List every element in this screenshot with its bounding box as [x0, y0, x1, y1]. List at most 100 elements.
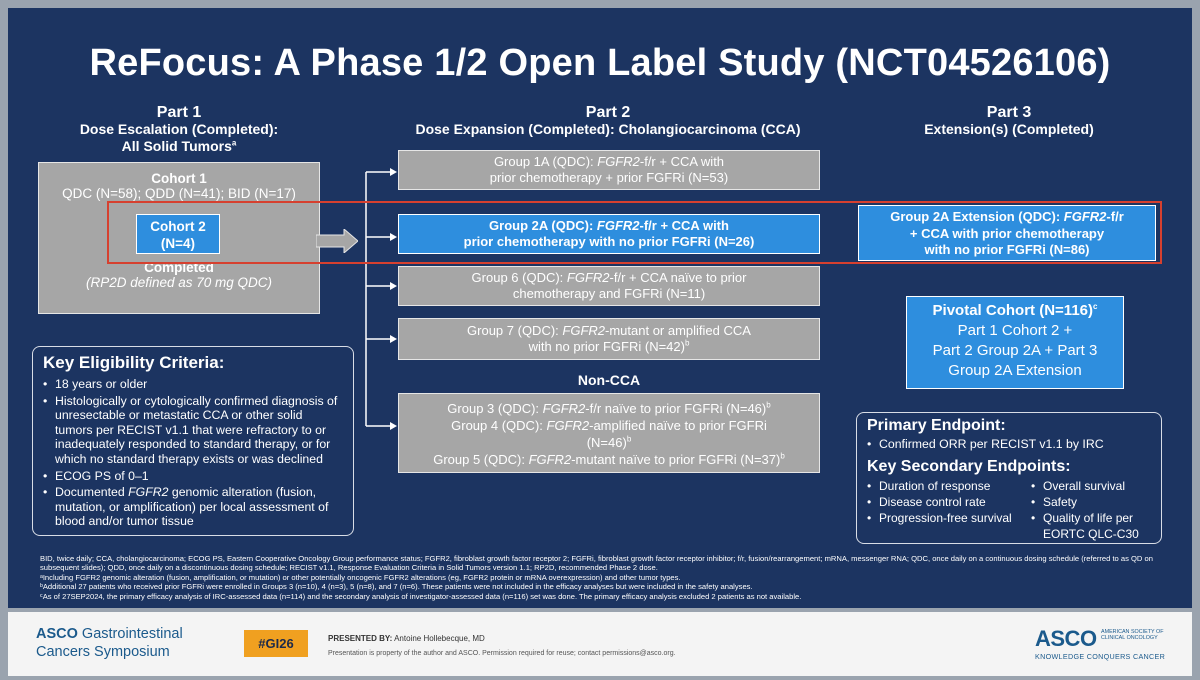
- pivotal-title: Pivotal Cohort (N=116): [932, 302, 1093, 319]
- group-5-text: Group 5 (QDC):: [433, 452, 529, 467]
- non-cca-box: Group 3 (QDC): FGFR2-f/r naïve to prior …: [398, 393, 820, 473]
- presented-by-label: PRESENTED BY:: [328, 634, 393, 643]
- rp2d-note: (RP2D defined as 70 mg QDC): [85, 275, 273, 290]
- group-4-text: Group 4 (QDC):: [451, 418, 547, 433]
- group-1a-box: Group 1A (QDC): FGFR2-f/r + CCA with pri…: [398, 150, 820, 190]
- part2-heading: Part 2: [585, 104, 631, 121]
- footnote: BID, twice daily; CCA, cholangiocarcinom…: [40, 554, 1153, 573]
- asco-logo-subtitle: AMERICAN SOCIETY OF CLINICAL ONCOLOGY: [1101, 629, 1164, 642]
- group-2a-extension-box: Group 2A Extension (QDC): FGFR2-f/r + CC…: [858, 205, 1156, 261]
- ext-line3: with no prior FGFRi (N=86): [924, 242, 1090, 257]
- secondary-endpoint-heading: Key Secondary Endpoints:: [867, 457, 1071, 475]
- group-5-line: Group 5 (QDC): FGFR2-mutant naïve to pri…: [399, 451, 819, 468]
- property-note: Presentation is property of the author a…: [328, 650, 676, 657]
- ext-text: Group 2A Extension (QDC):: [890, 209, 1064, 224]
- secondary-endpoint-item: Overall survival: [1031, 478, 1151, 494]
- part3-sub1: Extension(s) (Completed): [924, 121, 1094, 137]
- group-5-gene: FGFR2: [528, 452, 572, 467]
- presenter-line: PRESENTED BY: Antoine Hollebecque, MD: [328, 634, 485, 643]
- eligibility-list: 18 years or older Histologically or cyto…: [43, 377, 343, 529]
- group-1a-text-b: -f/r + CCA with: [639, 154, 725, 169]
- secondary-endpoint-item: Progression-free survival: [867, 510, 1031, 526]
- part1-heading: Part 1: [156, 104, 202, 121]
- group-2a-line2: prior chemotherapy with no prior FGFRi (…: [463, 234, 755, 249]
- footnote: ᵃIncluding FGFR2 genomic alteration (fus…: [40, 572, 681, 582]
- part2-sub1: Dose Expansion (Completed): Cholangiocar…: [415, 121, 801, 137]
- eligibility-item: Documented FGFR2 genomic alteration (fus…: [43, 485, 343, 529]
- part1-heading-block: Part 1 Dose Escalation (Completed): All …: [38, 104, 320, 155]
- asco-gi-logo-asco: ASCO: [36, 626, 78, 642]
- eligibility-item: 18 years or older: [43, 377, 343, 392]
- group-4-sup: b: [626, 434, 632, 444]
- group-6-box: Group 6 (QDC): FGFR2-f/r + CCA naïve to …: [398, 266, 820, 306]
- presenter-name: Antoine Hollebecque, MD: [392, 634, 485, 643]
- pivotal-sup: c: [1093, 302, 1098, 311]
- highlight-frame: [107, 201, 1162, 264]
- eligibility-item: Histologically or cytologically confirme…: [43, 394, 343, 467]
- group-4-count: (N=46): [586, 435, 627, 450]
- primary-endpoint-item: Confirmed ORR per RECIST v1.1 by IRC: [867, 437, 1151, 452]
- asco-gi-logo-line2: Cancers Symposium: [36, 644, 170, 660]
- cohort2-line2: (N=4): [160, 236, 196, 251]
- slide-title: ReFocus: A Phase 1/2 Open Label Study (N…: [89, 42, 1111, 84]
- group-6-text: Group 6 (QDC):: [471, 270, 567, 285]
- part1-sub2-sup: a: [231, 138, 237, 148]
- eligibility-last-b: genomic alteration (fusion, mutation, or…: [55, 485, 329, 529]
- asco-logo: ASCO: [1035, 626, 1097, 651]
- noncca-label: Non-CCA: [577, 372, 641, 388]
- part2-heading-block: Part 2 Dose Expansion (Completed): Chola…: [398, 104, 818, 138]
- endpoints-panel: Primary Endpoint: Confirmed ORR per RECI…: [856, 412, 1162, 544]
- eligibility-last-gene: FGFR2: [128, 485, 169, 500]
- group-7-text-b: -mutant or amplified CCA: [605, 323, 751, 338]
- asco-tagline: KNOWLEDGE CONQUERS CANCER: [1035, 652, 1166, 661]
- secondary-endpoint-item: Duration of response: [867, 478, 1031, 494]
- cohort2-line1: Cohort 2: [150, 219, 206, 234]
- secondary-endpoint-columns: Duration of response Disease control rat…: [867, 478, 1151, 542]
- group-6-line2: chemotherapy and FGFRi (N=11): [512, 286, 706, 301]
- footer-bar: ASCO Gastrointestinal Cancers Symposium …: [8, 612, 1192, 676]
- group-4-gene: FGFR2: [546, 418, 590, 433]
- group-3-text-b: -f/r naïve to prior FGFRi (N=46): [585, 401, 767, 416]
- group-2a-box: Group 2A (QDC): FGFR2-f/r + CCA with pri…: [398, 214, 820, 254]
- part3-heading-block: Part 3 Extension(s) (Completed): [870, 104, 1148, 138]
- asco-gi-logo-line1: ASCO Gastrointestinal: [36, 626, 183, 642]
- group-5-sup: b: [780, 451, 785, 461]
- group-4-line: Group 4 (QDC): FGFR2-amplified naïve to …: [399, 417, 819, 434]
- eligibility-item: ECOG PS of 0–1: [43, 469, 343, 484]
- pivotal-line3: Group 2A Extension: [948, 362, 1082, 379]
- asco-gi-logo-gi: Gastrointestinal: [77, 626, 183, 642]
- group-3-gene: FGFR2: [542, 401, 586, 416]
- group-3-text: Group 3 (QDC):: [447, 401, 543, 416]
- group-4-text-b: -amplified naïve to prior FGFRi: [589, 418, 767, 433]
- group-3-sup: b: [766, 400, 771, 410]
- group-4-line2: (N=46)b: [399, 434, 819, 451]
- eligibility-panel: Key Eligibility Criteria: 18 years or ol…: [32, 346, 354, 536]
- group-7-line2: with no prior FGFRi (N=42): [528, 339, 685, 354]
- group-1a-text: Group 1A (QDC):: [493, 154, 598, 169]
- footnotes: BID, twice daily; CCA, cholangiocarcinom…: [40, 554, 1180, 601]
- group-1a-line2: prior chemotherapy + prior FGFRi (N=53): [489, 170, 729, 185]
- part1-sub2: All Solid Tumors: [121, 138, 232, 154]
- cohort1-title: Cohort 1: [151, 171, 207, 186]
- ext-text-b: -f/r: [1106, 209, 1124, 224]
- eligibility-last-a: Documented: [55, 485, 129, 500]
- big-arrow-icon: [316, 229, 358, 253]
- pivotal-cohort-box: Pivotal Cohort (N=116)c Part 1 Cohort 2 …: [906, 296, 1124, 389]
- group-7-box: Group 7 (QDC): FGFR2-mutant or amplified…: [398, 318, 820, 360]
- group-1a-gene: FGFR2: [597, 154, 640, 169]
- eligibility-heading: Key Eligibility Criteria:: [43, 353, 225, 372]
- group-6-gene: FGFR2: [566, 270, 610, 285]
- hashtag-badge: #GI26: [244, 630, 308, 657]
- cohort1-detail: QDC (N=58); QDD (N=41); BID (N=17): [62, 186, 296, 201]
- primary-endpoint-heading: Primary Endpoint:: [867, 417, 1006, 434]
- secondary-endpoint-list-left: Duration of response Disease control rat…: [867, 478, 1031, 542]
- group-3-line: Group 3 (QDC): FGFR2-f/r naïve to prior …: [399, 400, 819, 417]
- ext-line2: + CCA with prior chemotherapy: [909, 225, 1105, 241]
- pivotal-line2: Part 2 Group 2A + Part 3: [932, 342, 1098, 359]
- ext-gene: FGFR2: [1063, 209, 1107, 224]
- pivotal-line1: Part 1 Cohort 2 +: [957, 322, 1073, 339]
- part1-sub1: Dose Escalation (Completed):: [79, 121, 279, 137]
- group-7-sup: b: [684, 338, 690, 348]
- group-6-text-b: -f/r + CCA naïve to prior: [609, 270, 747, 285]
- primary-endpoint-list: Confirmed ORR per RECIST v1.1 by IRC: [867, 437, 1151, 452]
